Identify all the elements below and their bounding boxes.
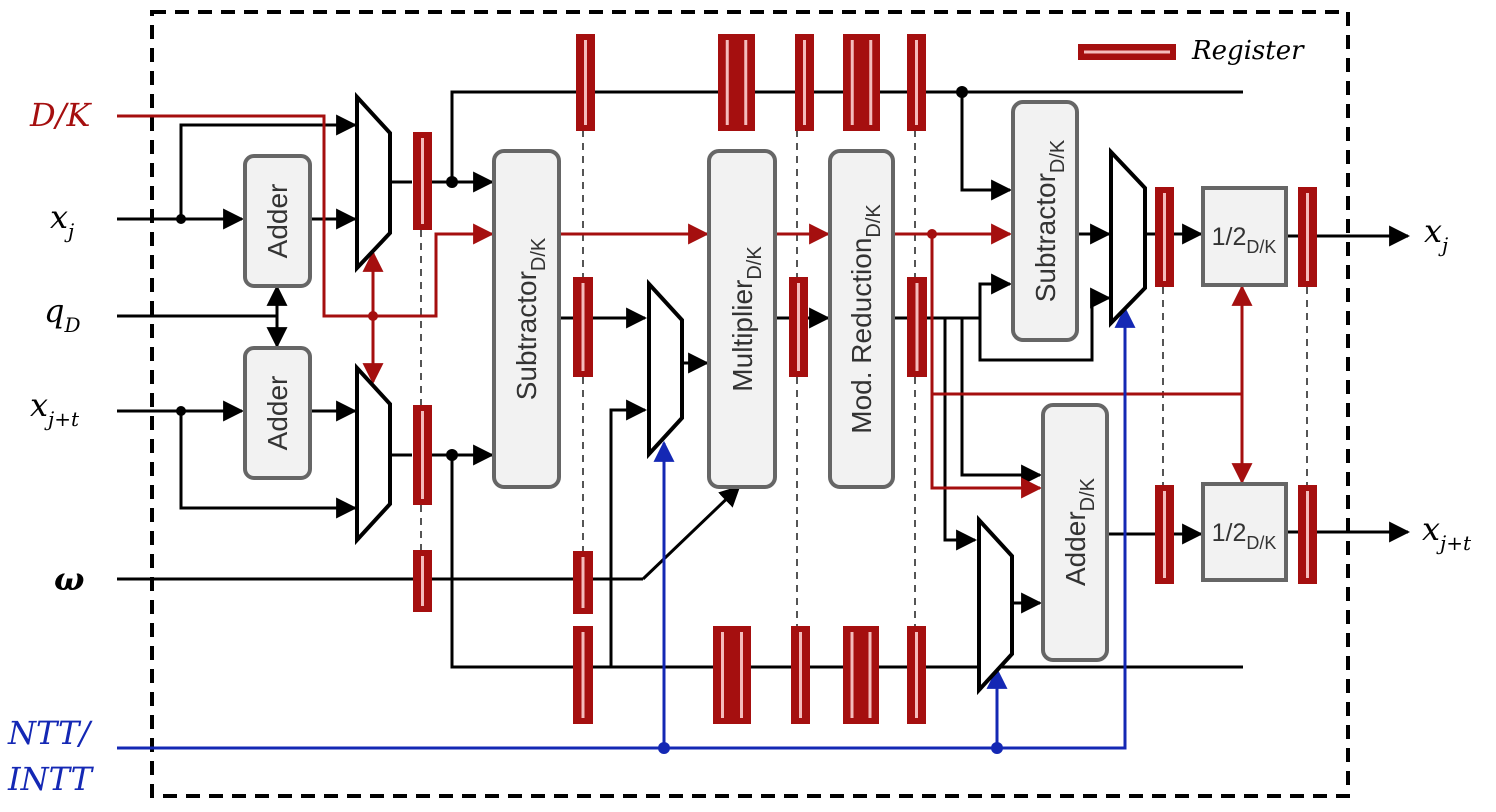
- functional-blocks: [243, 100, 1288, 662]
- input-xjt-label: x: [30, 386, 48, 424]
- mux-mult-input: [647, 278, 684, 460]
- mux-top: [355, 91, 392, 274]
- input-qd-sub: D: [63, 313, 80, 337]
- mux-bottom: [355, 362, 392, 546]
- svg-text:1/2D/K: 1/2D/K: [1212, 519, 1277, 553]
- register-8: [718, 34, 755, 131]
- svg-text:xj+t: xj+t: [1422, 510, 1472, 555]
- half-bottom-label-sub: D/K: [1246, 533, 1276, 553]
- half-top-block: [1201, 186, 1288, 287]
- input-qd-label: q: [44, 292, 64, 330]
- dk-control-wires: [117, 114, 1253, 499]
- adder-top-block: [243, 154, 312, 288]
- mod-reduction-block: [828, 149, 895, 489]
- svg-text:Mod. ReductionD/K: Mod. ReductionD/K: [846, 204, 885, 434]
- input-ntt-label-line2: INTT: [7, 760, 95, 798]
- adder-dk-block: [1041, 403, 1109, 662]
- legend: Register: [1078, 36, 1305, 66]
- svg-text:xj: xj: [1424, 212, 1448, 257]
- register-10: [843, 34, 880, 131]
- half-bottom-block: [1201, 482, 1288, 582]
- svg-text:1/2D/K: 1/2D/K: [1212, 223, 1277, 257]
- svg-text:Adder: Adder: [262, 184, 293, 259]
- input-dk-label: D/K: [29, 96, 92, 134]
- adder-dk-label: Adder: [1060, 511, 1091, 586]
- svg-text:qD: qD: [44, 292, 81, 337]
- svg-text:SubtractorD/K: SubtractorD/K: [1030, 139, 1069, 302]
- adder-bottom-block: [243, 346, 312, 480]
- pipeline-guides: [420, 130, 1308, 626]
- input-xjt-sub: j+t: [44, 407, 80, 431]
- svg-text:Adder: Adder: [262, 376, 293, 451]
- svg-text:SubtractorD/K: SubtractorD/K: [511, 237, 550, 400]
- register-16: [843, 626, 879, 724]
- adder-bottom-label: Adder: [262, 376, 293, 451]
- half-top-label-sub: D/K: [1246, 237, 1276, 257]
- mux-adder-input: [977, 514, 1014, 696]
- multiplier-block: [707, 149, 777, 489]
- subtractor-out-label: Subtractor: [1030, 173, 1061, 302]
- ntt-control-wires: [117, 306, 1136, 750]
- subtractor-out-label-sub: D/K: [1047, 139, 1069, 173]
- legend-register-label: Register: [1191, 36, 1305, 66]
- adder-dk-label-sub: D/K: [1077, 477, 1099, 511]
- input-omega-label: ω: [54, 560, 84, 598]
- subtractor-label: Subtractor: [511, 271, 542, 400]
- half-bottom-label: 1/2: [1212, 519, 1247, 547]
- subtractor-block: [492, 149, 561, 489]
- io-labels: D/K xj qD xj+t ω NTT/ INTT xj xj+t: [7, 96, 1472, 798]
- svg-text:MultiplierD/K: MultiplierD/K: [727, 246, 766, 392]
- junction-dots: [176, 86, 1003, 754]
- adder-top-label: Adder: [262, 184, 293, 259]
- svg-text:AdderD/K: AdderD/K: [1060, 477, 1099, 586]
- multiplexers: [355, 91, 1147, 696]
- mod-reduction-label: Mod. Reduction: [846, 238, 877, 434]
- svg-text:xj: xj: [50, 198, 74, 243]
- input-ntt-label-line1: NTT/: [7, 714, 93, 752]
- registers: [413, 34, 1317, 724]
- output-xj-label: x: [1424, 212, 1442, 250]
- multiplier-label-sub: D/K: [744, 246, 766, 280]
- design-boundary: [150, 10, 1350, 798]
- output-xjt-label: x: [1422, 510, 1440, 548]
- output-xjt-sub: j+t: [1436, 531, 1472, 555]
- half-top-label: 1/2: [1212, 223, 1247, 251]
- input-xj-sub: j: [64, 219, 74, 243]
- svg-text:xj+t: xj+t: [30, 386, 80, 431]
- mod-reduction-label-sub: D/K: [863, 204, 885, 238]
- subtractor-label-sub: D/K: [528, 237, 550, 271]
- data-wires: [117, 90, 1411, 669]
- multiplier-label: Multiplier: [727, 280, 758, 392]
- output-xj-sub: j: [1438, 233, 1448, 257]
- input-xj-label: x: [50, 198, 68, 236]
- mux-out-top: [1109, 146, 1147, 328]
- register-14: [713, 626, 751, 724]
- subtractor-out-block: [1011, 100, 1079, 342]
- block-labels: Adder Adder SubtractorD/K MultiplierD/K …: [262, 139, 1276, 586]
